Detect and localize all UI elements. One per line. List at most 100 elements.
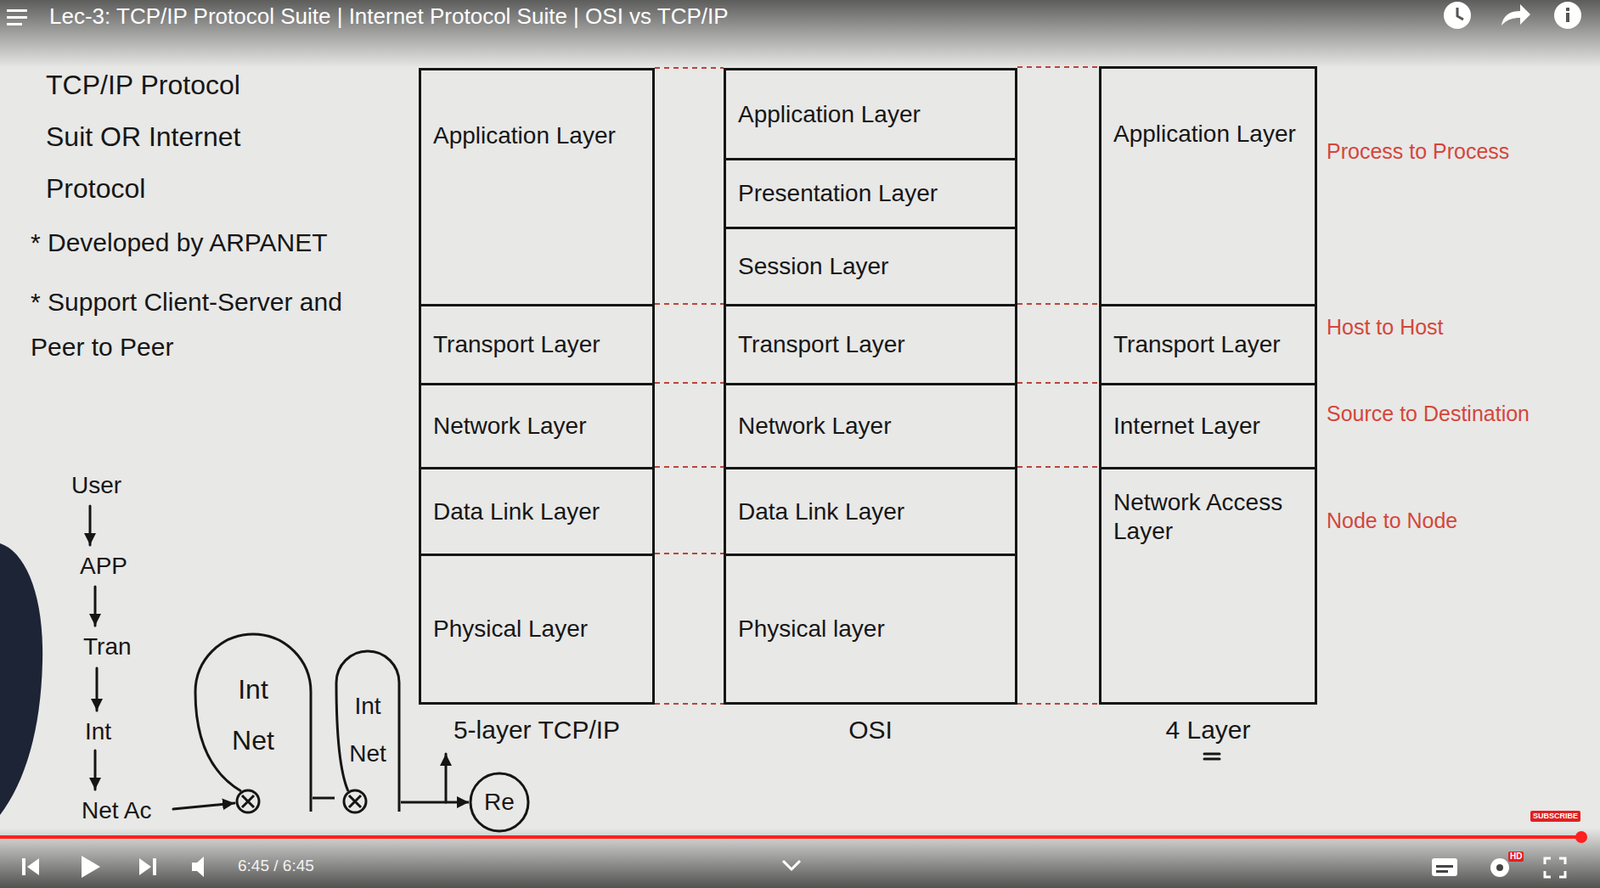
- loop-line: [336, 651, 400, 812]
- heading-note: TCP/IP Protocol Suit OR Internet Protoco…: [45, 59, 267, 215]
- layer-name: Application Layer: [738, 100, 921, 130]
- guide-line: [654, 552, 724, 555]
- stack-column: Application LayerTransport LayerNetwork …: [418, 67, 655, 705]
- scope-label: Process to Process: [1326, 138, 1510, 164]
- guide-line: [1017, 303, 1099, 305]
- flow-arrow: [445, 754, 448, 803]
- layer-name: Network Layer: [738, 411, 892, 441]
- fullscreen-icon: [1544, 858, 1566, 878]
- layer-name: Presentation Layer: [738, 179, 938, 209]
- flow-arrow: [89, 506, 92, 546]
- time-display: 6:45 / 6:45: [237, 856, 315, 877]
- flow-arrows: [90, 506, 1220, 810]
- subscribe-badge: SUBSCRIBE: [1530, 811, 1581, 823]
- column-caption: OSI: [723, 715, 1018, 746]
- watch-later-icon: [1443, 1, 1471, 29]
- menu-icon: [6, 16, 28, 19]
- circle-line: [470, 773, 529, 832]
- layer-box: Network Layer: [723, 383, 1018, 470]
- layer-name: Data Link Layer: [738, 497, 905, 527]
- loop-shape: IntNet: [193, 632, 313, 816]
- node-text: Int: [354, 692, 381, 722]
- layer-name: Application Layer: [433, 121, 616, 151]
- layer-guide-lines: [654, 67, 1099, 705]
- connector-line: [312, 797, 335, 800]
- guide-line: [1017, 466, 1099, 468]
- next-icon: [139, 858, 152, 876]
- layer-box: Physical layer: [723, 553, 1018, 705]
- layer-box: Network Access Layer: [1098, 467, 1318, 705]
- info-mark: [1566, 7, 1570, 12]
- node-text: Net: [231, 724, 275, 757]
- cross-mark: [242, 795, 254, 808]
- flow-arrow: [95, 668, 99, 711]
- node-text: Int: [237, 673, 269, 706]
- flow-arrow: [94, 586, 97, 626]
- flow-arrow: [94, 750, 97, 790]
- layer-box: Internet Layer: [1098, 383, 1318, 470]
- layer-name: Transport Layer: [433, 330, 601, 360]
- layer-box: Transport Layer: [1098, 304, 1318, 386]
- layer-name: Network Layer: [433, 411, 587, 441]
- info-mark: [1566, 12, 1570, 23]
- loop-line: [195, 634, 311, 812]
- loop-outline: [334, 649, 401, 816]
- previous-icon: [22, 858, 26, 876]
- controls-shade: [0, 828, 1600, 888]
- clock-hands: [1457, 7, 1464, 20]
- cross-circle: [343, 790, 367, 813]
- layer-box: Data Link Layer: [723, 467, 1018, 557]
- layer-box: Application Layer: [1098, 66, 1318, 307]
- guide-line: [1017, 703, 1099, 705]
- stack-column: Application LayerTransport LayerInternet…: [1098, 66, 1318, 705]
- layer-name: Network Access Layer: [1113, 488, 1303, 546]
- presenter-shoulder: [0, 543, 43, 816]
- connector-line: [400, 801, 469, 805]
- loop-outline: [193, 632, 313, 816]
- layer-name: Physical Layer: [433, 614, 588, 644]
- subtitles-icon: [1431, 858, 1458, 877]
- flow-step: Tran: [83, 632, 132, 662]
- settings-icon: [1496, 864, 1504, 872]
- layer-name: Transport Layer: [738, 330, 906, 360]
- layer-box: Data Link Layer: [418, 467, 655, 557]
- layer-box: Presentation Layer: [723, 157, 1018, 230]
- hd-badge: HD: [1508, 851, 1524, 862]
- layer-box: Network Layer: [418, 383, 655, 470]
- node-text: Re: [484, 788, 515, 817]
- loop-shape: IntNet: [334, 649, 401, 816]
- cross-mark: [349, 795, 361, 808]
- guide-line: [654, 703, 724, 705]
- flow-step: APP: [79, 552, 128, 581]
- guide-line: [1017, 66, 1099, 68]
- guide-line: [654, 303, 724, 305]
- flow-arrow: [173, 803, 235, 810]
- menu-icon: [6, 9, 28, 12]
- guide-line: [654, 67, 724, 69]
- node-text: Net: [349, 739, 387, 769]
- flow-step: User: [71, 471, 122, 501]
- layer-name: Internet Layer: [1113, 411, 1261, 441]
- layer-name: Application Layer: [1113, 119, 1296, 149]
- bullet-note: * Support Client-Server and Peer to Peer: [30, 280, 345, 370]
- subtitles-icon: [1436, 865, 1454, 868]
- layer-box: Application Layer: [418, 67, 655, 307]
- flow-step: Int: [84, 717, 112, 747]
- layer-box: Application Layer: [723, 67, 1018, 161]
- layer-box: Transport Layer: [418, 304, 655, 386]
- column-caption: 4 Layer: [1098, 715, 1318, 746]
- scope-label: Source to Destination: [1326, 400, 1530, 427]
- layer-box: Transport Layer: [723, 304, 1018, 386]
- cross-circle: [236, 790, 260, 813]
- play-icon: [81, 856, 101, 879]
- layer-box: Session Layer: [723, 226, 1018, 307]
- underline-mark: [1204, 753, 1220, 756]
- flow-step: Net Ac: [81, 796, 152, 826]
- guide-line: [654, 466, 724, 468]
- underline-mark: [1204, 758, 1220, 761]
- scope-label: Host to Host: [1326, 314, 1444, 340]
- circle-node: Re: [468, 771, 530, 834]
- layer-name: Physical layer: [738, 614, 885, 644]
- menu-icon: [6, 22, 23, 26]
